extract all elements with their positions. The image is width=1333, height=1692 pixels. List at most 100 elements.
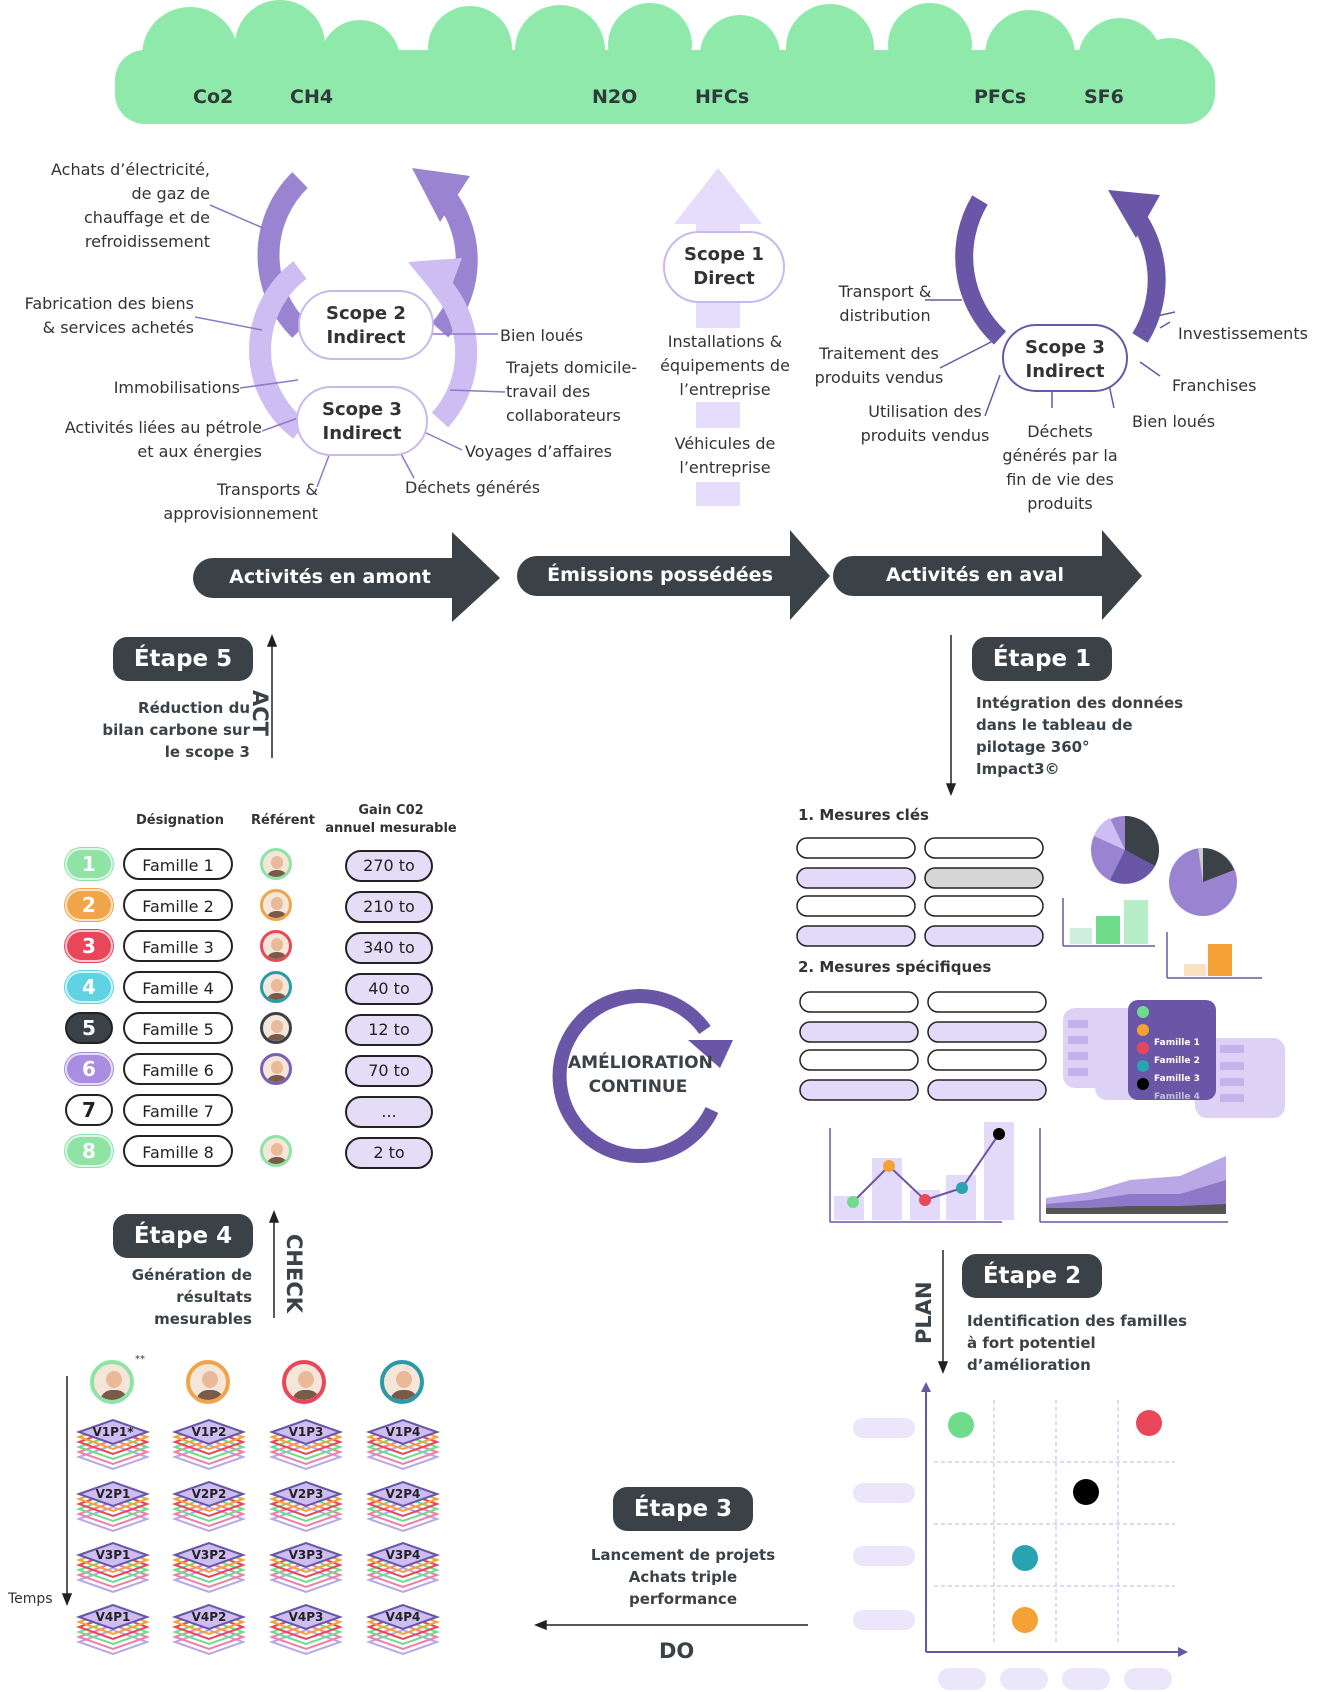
scope1-title: Scope 1	[684, 244, 764, 265]
label-investissements: Investissements	[1178, 324, 1308, 343]
specific-measures-grid	[799, 991, 1047, 1101]
scope2-title: Scope 2	[326, 303, 406, 324]
stack-top	[171, 1480, 247, 1508]
scope3-downstream-box: Scope 3 Indirect	[1002, 324, 1128, 392]
etape5-badge: Étape 5	[113, 637, 253, 681]
family-name-8: Famille 8	[123, 1135, 233, 1167]
timeline-avatar-3	[282, 1360, 326, 1404]
family-number-7: 7	[65, 1094, 113, 1126]
stack-top	[75, 1480, 151, 1508]
stack-top	[365, 1418, 441, 1446]
stack-top	[171, 1418, 247, 1446]
legend-famille-2: Famille 2	[1154, 1056, 1200, 1066]
scope3-downstream-title: Scope 3	[1025, 337, 1105, 358]
priority-matrix	[853, 1382, 1188, 1690]
stack-label-V4P4: V4P4	[386, 1610, 421, 1624]
scope2-sub: Indirect	[326, 327, 406, 348]
legend-famille-1: Famille 1	[1154, 1038, 1200, 1048]
stack-label-V2P2: V2P2	[192, 1487, 227, 1501]
gas-n2o: N2O	[592, 86, 638, 108]
stack-top	[75, 1603, 151, 1631]
area-chart	[1039, 1128, 1228, 1223]
timeline-avatar-2	[186, 1360, 230, 1404]
scope3-downstream-sub: Indirect	[1025, 361, 1105, 382]
referent-avatar-5	[260, 1012, 292, 1044]
label-biens-loues-upstream: Bien loués	[500, 326, 584, 345]
label-franchises: Franchises	[1172, 376, 1257, 395]
etape4-badge: Étape 4	[113, 1214, 253, 1258]
gas-sf6: SF6	[1084, 86, 1124, 108]
check-tag: CHECK	[282, 1234, 306, 1314]
section-mesures-specifiques: 2. Mesures spécifiques	[798, 958, 992, 976]
family-number-2: 2	[65, 889, 113, 921]
continuous-improvement-arrow	[552, 989, 733, 1163]
family-gain-6: 70 to	[345, 1055, 433, 1087]
referent-avatar-8	[260, 1135, 292, 1167]
stack-label-V2P4: V2P4	[386, 1487, 421, 1501]
stack-label-V3P1: V3P1	[96, 1548, 131, 1562]
greenhouse-gas-cloud	[115, 0, 1215, 124]
family-gain-5: 12 to	[345, 1014, 433, 1046]
label-voyages-affaires: Voyages d’affaires	[465, 442, 612, 461]
etape1-badge: Étape 1	[972, 637, 1112, 681]
stack-top	[268, 1480, 344, 1508]
gas-hfcs: HFCs	[695, 86, 750, 108]
family-name-6: Famille 6	[123, 1053, 233, 1085]
stack-label-V2P1: V2P1	[96, 1487, 131, 1501]
bar-chart-orange	[1166, 932, 1262, 979]
label-fabrication-biens: Fabrication des biens& services achetés	[24, 294, 194, 337]
legend-famille-3: Famille 3	[1154, 1074, 1200, 1084]
family-gain-7: ...	[345, 1096, 433, 1128]
label-biens-loues-downstream: Bien loués	[1132, 412, 1216, 431]
stack-label-V1P1: V1P1*	[92, 1425, 134, 1439]
line-chart	[829, 1122, 1014, 1223]
gas-ch4: CH4	[290, 86, 334, 108]
timeline-temps-label: Temps	[8, 1591, 53, 1607]
referent-avatar-3	[260, 930, 292, 962]
pie-chart-2	[1169, 847, 1237, 916]
section-mesures-cles: 1. Mesures clés	[798, 806, 929, 824]
stack-top	[268, 1603, 344, 1631]
family-name-1: Famille 1	[123, 848, 233, 880]
family-gain-4: 40 to	[345, 973, 433, 1005]
bar-chart-green	[1062, 898, 1155, 947]
stack-top	[75, 1541, 151, 1569]
referent-avatar-4	[260, 971, 292, 1003]
act-tag: ACT	[248, 690, 272, 736]
timeline-avatar-1	[90, 1360, 134, 1404]
family-number-4: 4	[65, 971, 113, 1003]
scope3-upstream-box: Scope 3 Indirect	[296, 386, 428, 456]
referent-avatar-1	[260, 848, 292, 880]
referent-avatar-6	[260, 1053, 292, 1085]
stack-label-V3P2: V3P2	[192, 1548, 227, 1562]
family-name-5: Famille 5	[123, 1012, 233, 1044]
stack-label-V1P2: V1P2	[192, 1425, 227, 1439]
family-name-3: Famille 3	[123, 930, 233, 962]
family-number-1: 1	[65, 848, 113, 880]
label-dechets-generes: Déchets générés	[405, 478, 541, 497]
label-immobilisations: Immobilisations	[113, 378, 240, 397]
family-number-8: 8	[65, 1135, 113, 1167]
family-gain-1: 270 to	[345, 850, 433, 882]
stack-label-V4P1: V4P1	[96, 1610, 131, 1624]
stack-label-V3P4: V3P4	[386, 1548, 421, 1562]
header-designation: Désignation	[136, 813, 224, 828]
family-number-3: 3	[65, 930, 113, 962]
gas-pfcs: PFCs	[974, 86, 1027, 108]
scope1-sub: Direct	[693, 268, 755, 289]
family-name-4: Famille 4	[123, 971, 233, 1003]
stack-top	[171, 1603, 247, 1631]
timeline-note: **	[135, 1354, 145, 1365]
plan-tag: PLAN	[912, 1281, 936, 1344]
family-number-6: 6	[65, 1053, 113, 1085]
